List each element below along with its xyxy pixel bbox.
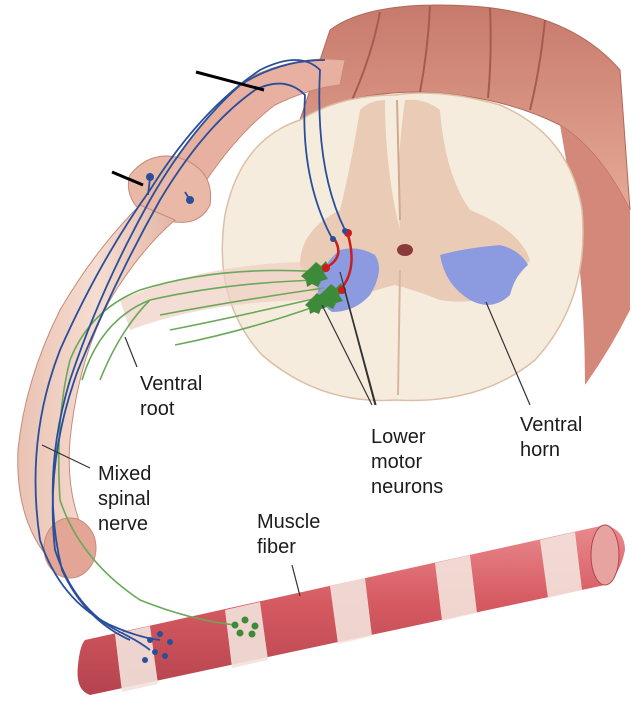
- label-ventral-horn: Ventral horn: [520, 413, 582, 463]
- label-muscle-fiber: Muscle fiber: [257, 510, 320, 560]
- label-lower-motor-neurons: Lower motor neurons: [371, 425, 443, 500]
- spinal-cord: [222, 5, 630, 401]
- muscle-fiber: [78, 525, 626, 695]
- label-ventral-root: Ventral root: [140, 372, 202, 422]
- label-mixed-spinal-nerve: Mixed spinal nerve: [98, 462, 151, 537]
